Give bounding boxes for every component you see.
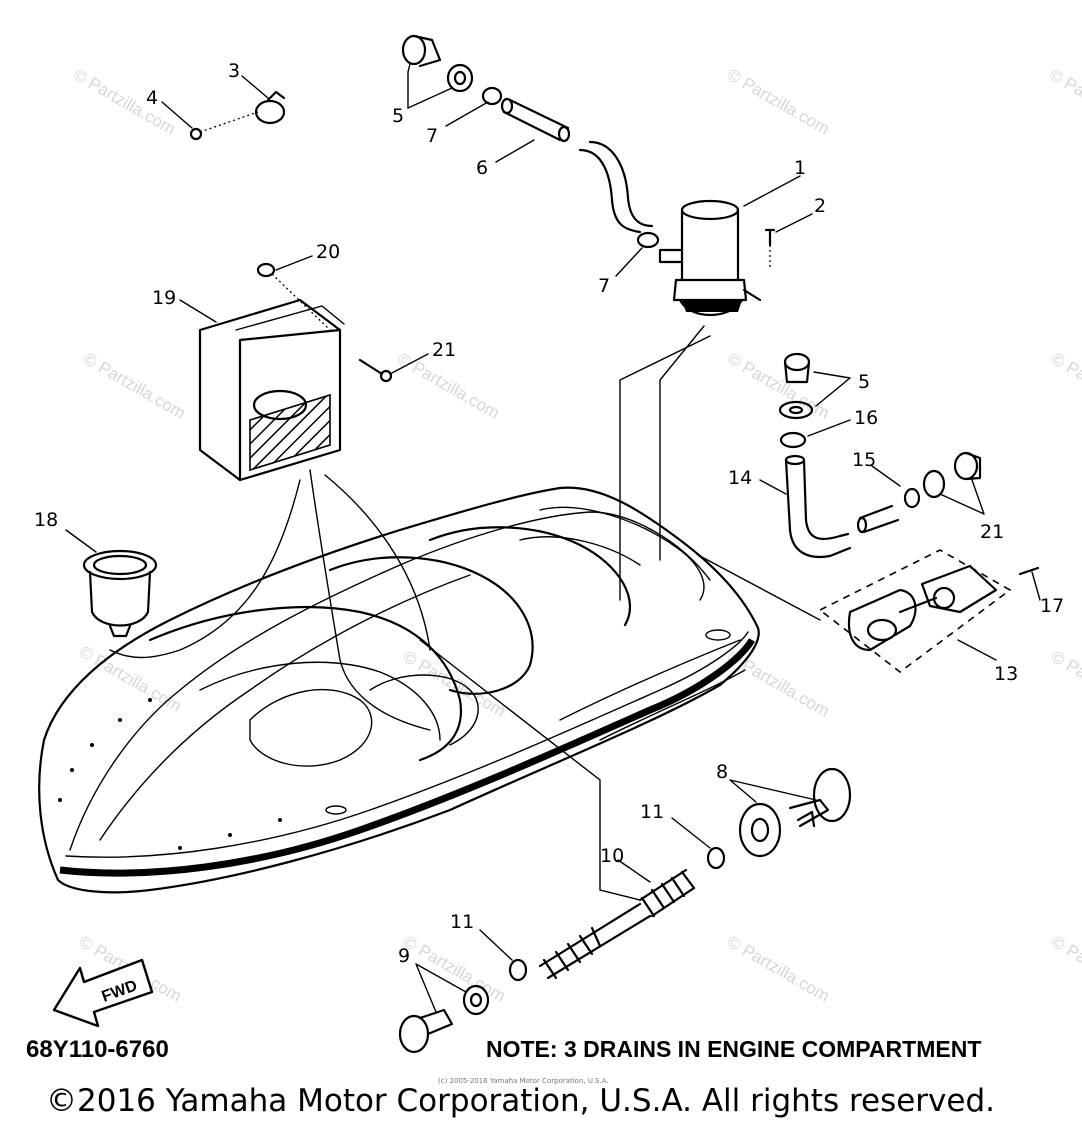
- watermark: © Partzilla.com: [80, 349, 189, 423]
- callout-1: 1: [794, 157, 806, 179]
- callout-11-lower: 11: [450, 911, 474, 933]
- drain-note: NOTE: 3 DRAINS IN ENGINE COMPARTMENT: [486, 1036, 982, 1062]
- hose-clamp-11-lower: [508, 958, 528, 982]
- fwd-arrow: FWD: [52, 958, 154, 1028]
- vent-box: [198, 298, 345, 482]
- console: [148, 605, 463, 762]
- part-code: 68Y110-6760: [26, 1036, 169, 1063]
- copyright-line: ©2016 Yamaha Motor Corporation, U.S.A. A…: [46, 1083, 995, 1119]
- hull-fitting: [325, 805, 347, 815]
- seat-front: [328, 556, 534, 695]
- seat-cushion-2: [369, 674, 479, 746]
- watermark: © Partzilla.com: [1048, 647, 1082, 721]
- callout-17: 17: [1040, 595, 1064, 617]
- drain-fitting-9: [398, 984, 490, 1054]
- hull-chine: [559, 639, 741, 721]
- callout-15: 15: [852, 449, 876, 471]
- callout-7-pump: 7: [598, 275, 610, 297]
- hose-piece: [500, 97, 571, 143]
- callout-8: 8: [716, 761, 728, 783]
- console-inner: [199, 661, 441, 741]
- callout-13: 13: [994, 663, 1018, 685]
- hull-chine-2: [599, 669, 746, 741]
- engine-line: [519, 536, 641, 566]
- callout-19: 19: [152, 287, 176, 309]
- leader-lines: [65, 63, 1041, 1013]
- gunwale-line: [65, 631, 749, 858]
- callout-7-top: 7: [426, 125, 438, 147]
- hull-rivets: [58, 698, 282, 850]
- thru-hull-fitting-top: [401, 34, 503, 106]
- vent-screw: [358, 358, 393, 383]
- hose-clamp-11-upper: [706, 846, 726, 870]
- drain-plug-assembly: [818, 549, 1040, 674]
- watermark: © Partzilla.com: [724, 65, 833, 139]
- small-copyright: (c) 2005-2016 Yamaha Motor Corporation, …: [438, 1077, 609, 1085]
- drain-cup: [82, 549, 158, 638]
- pump-hose: [578, 148, 642, 234]
- deck-edge: [69, 511, 711, 851]
- callout-labels: 1 2 3 4 5 5 6 7 7 8 9 10 11 11 13 14 15 …: [34, 60, 1064, 967]
- seat-rear: [428, 526, 631, 627]
- callout-21-right: 21: [980, 521, 1004, 543]
- seat-cushion: [249, 688, 373, 767]
- wiring: [309, 469, 431, 731]
- callout-3: 3: [228, 60, 240, 82]
- callout-6: 6: [476, 157, 488, 179]
- bilge-pump: [658, 199, 762, 317]
- hull-outline: [38, 486, 760, 894]
- thru-hull-fitting-side: [903, 451, 982, 509]
- vent-fastener: [256, 262, 331, 331]
- wiring-2: [109, 479, 301, 659]
- elbow-hose: [784, 454, 852, 559]
- callout-9: 9: [398, 945, 410, 967]
- pump-hose-edge: [588, 140, 654, 228]
- clamp-and-screw: [189, 90, 286, 141]
- short-hose: [856, 504, 900, 534]
- watermark: © Partzilla.com: [1046, 65, 1082, 139]
- callout-20: 20: [316, 241, 340, 263]
- callout-5-top: 5: [392, 105, 404, 127]
- watermark: © Partzilla.com: [1048, 932, 1082, 1006]
- bellows-hose-10: [538, 868, 696, 980]
- gunwale-stripe: [59, 638, 755, 877]
- callout-4: 4: [146, 87, 158, 109]
- hose-clamp: [636, 231, 660, 249]
- screw: [764, 228, 776, 247]
- wiring-3: [324, 474, 431, 651]
- watermark: © Partzilla.com: [724, 349, 833, 423]
- callout-10: 10: [600, 845, 624, 867]
- drain-fitting-8: [738, 767, 852, 858]
- deck-line: [99, 574, 471, 841]
- thru-hull-fitting-right: [778, 352, 814, 449]
- callout-14: 14: [728, 467, 752, 489]
- callout-2: 2: [814, 195, 826, 217]
- watermark: © Partzilla.com: [1048, 349, 1082, 423]
- callout-16: 16: [854, 407, 878, 429]
- engine-hatch: [539, 506, 705, 601]
- callout-21-vent: 21: [432, 339, 456, 361]
- hull-drawing: [38, 469, 760, 894]
- watermark: © Partzilla.com: [724, 932, 833, 1006]
- callout-18: 18: [34, 509, 58, 531]
- bow-eye: [705, 629, 731, 641]
- watermark: © Partzilla.com: [400, 932, 509, 1006]
- callout-11-upper: 11: [640, 801, 664, 823]
- callout-5-right: 5: [858, 371, 870, 393]
